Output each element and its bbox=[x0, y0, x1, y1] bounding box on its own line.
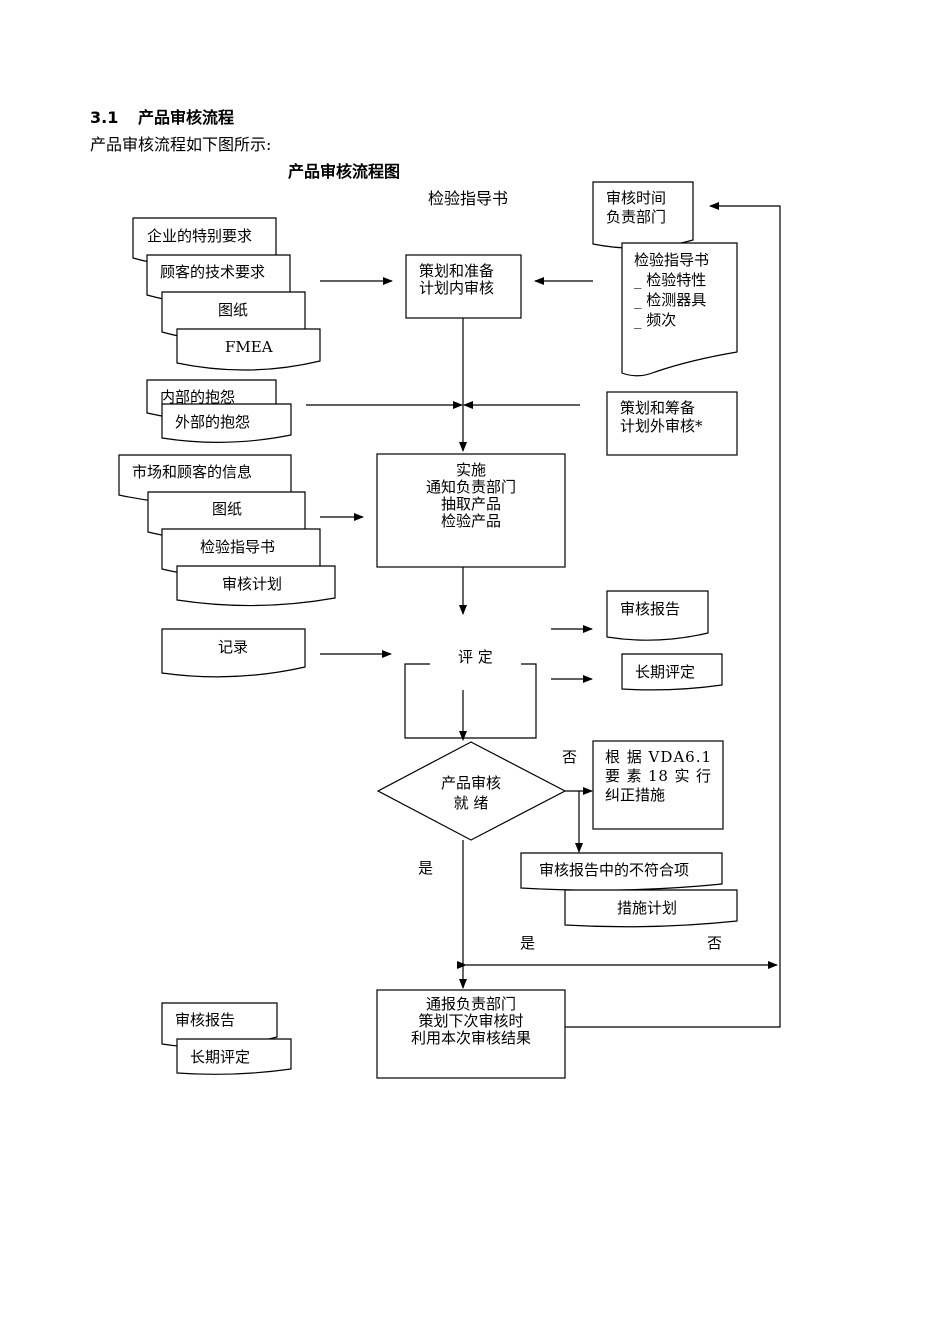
corrective-line3: 纠正措施 bbox=[605, 786, 665, 804]
final-input-longterm: 长期评定 bbox=[190, 1048, 250, 1066]
doc-shape bbox=[176, 328, 321, 371]
final-line1: 通报负责部门 bbox=[426, 995, 516, 1013]
doc-shape bbox=[161, 403, 292, 443]
plan-internal-line2: 计划内审核 bbox=[419, 279, 494, 297]
records-text: 记录 bbox=[218, 638, 248, 656]
top-left-documents: 企业的特别要求 顾客的技术要求 图纸 FMEA bbox=[132, 217, 321, 371]
inspection-doc bbox=[621, 242, 738, 377]
execute-line4: 检验产品 bbox=[441, 512, 501, 530]
yes-label-decision: 是 bbox=[418, 859, 433, 877]
corrective-box bbox=[592, 740, 724, 830]
plan-external-box bbox=[606, 391, 738, 456]
market-inspection: 检验指导书 bbox=[200, 538, 275, 556]
final-line2: 策划下次审核时 bbox=[418, 1012, 523, 1030]
doc-fmea: FMEA bbox=[225, 338, 273, 356]
evaluate-bracket bbox=[404, 663, 537, 739]
execute-line2: 通知负责部门 bbox=[426, 478, 516, 496]
final-longterm-doc bbox=[176, 1038, 292, 1075]
section-title: 产品审核流程 bbox=[138, 108, 234, 127]
audit-report-doc bbox=[606, 590, 709, 641]
arrow-feedback-loop bbox=[565, 202, 781, 1028]
output-long-term: 长期评定 bbox=[635, 663, 695, 681]
yes-label-merge: 是 bbox=[520, 934, 535, 952]
market-documents: 市场和顾客的信息 图纸 检验指导书 审核计划 bbox=[118, 454, 336, 607]
records-doc bbox=[161, 628, 306, 678]
plan-external-line1: 策划和筹备 bbox=[620, 399, 695, 417]
intro-text: 产品审核流程如下图所示: bbox=[90, 135, 271, 154]
evaluate-text: 评 定 bbox=[458, 648, 493, 666]
audit-time-line2: 负责部门 bbox=[606, 208, 666, 226]
no-label-merge: 否 bbox=[707, 934, 722, 952]
doc-shape bbox=[176, 565, 336, 607]
doc-drawings: 图纸 bbox=[218, 301, 248, 319]
market-audit-plan: 审核计划 bbox=[222, 575, 282, 593]
action-plan-text: 措施计划 bbox=[617, 899, 677, 917]
long-term-doc bbox=[621, 653, 723, 691]
decision-line1: 产品审核 bbox=[441, 774, 501, 792]
decision-line2: 就 绪 bbox=[454, 794, 489, 812]
corrective-line1: 根 据 VDA6.1 bbox=[605, 748, 711, 766]
connectors bbox=[306, 202, 781, 1028]
output-audit-report: 审核报告 bbox=[620, 600, 680, 618]
plan-internal-line1: 策划和准备 bbox=[419, 262, 494, 280]
inspection-line3: _ 检测器具 bbox=[634, 291, 706, 309]
execute-line3: 抽取产品 bbox=[441, 495, 501, 513]
inspection-line1: 检验指导书 bbox=[634, 251, 709, 269]
corrective-line2: 要 素 18 实 行 bbox=[605, 767, 711, 785]
nonconformity-text: 审核报告中的不符合项 bbox=[539, 861, 689, 879]
internal-complaint: 内部的抱怨 bbox=[160, 388, 235, 406]
inspection-line2: _ 检验特性 bbox=[634, 271, 706, 289]
doc-special-requirements: 企业的特别要求 bbox=[147, 227, 252, 245]
final-input-report: 审核报告 bbox=[175, 1011, 235, 1029]
diagram-title: 产品审核流程图 bbox=[288, 162, 400, 181]
final-line3: 利用本次审核结果 bbox=[411, 1029, 531, 1047]
external-complaint: 外部的抱怨 bbox=[175, 413, 250, 431]
inspection-line4: _ 频次 bbox=[634, 311, 676, 329]
plan-internal-box bbox=[405, 254, 522, 319]
market-drawings: 图纸 bbox=[212, 500, 242, 518]
section-number: 3.1 bbox=[90, 108, 118, 127]
market-info: 市场和顾客的信息 bbox=[132, 463, 252, 481]
plan-external-line2: 计划外审核* bbox=[620, 417, 703, 435]
final-box bbox=[376, 989, 566, 1079]
no-label-decision: 否 bbox=[562, 748, 577, 766]
execute-box bbox=[376, 453, 566, 568]
inspection-guide-heading: 检验指导书 bbox=[428, 189, 508, 208]
action-plan-doc bbox=[564, 889, 738, 928]
execute-line1: 实施 bbox=[456, 461, 486, 479]
doc-customer-tech: 顾客的技术要求 bbox=[160, 263, 265, 281]
audit-time-line1: 审核时间 bbox=[606, 189, 666, 207]
decision-diamond bbox=[376, 741, 567, 841]
